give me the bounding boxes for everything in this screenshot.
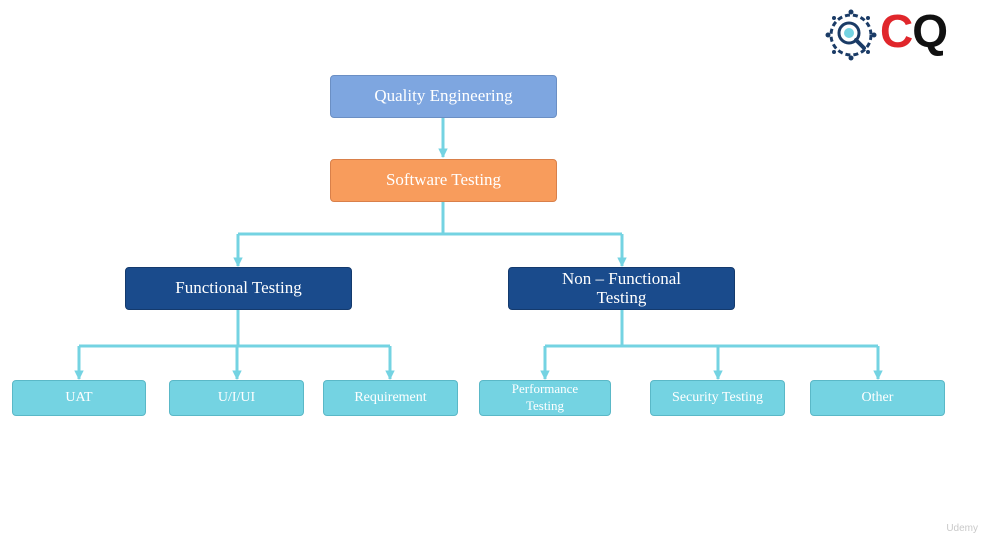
node-security-testing: Security Testing bbox=[650, 380, 785, 416]
node-ui: U/I/UI bbox=[169, 380, 304, 416]
magnifier-gear-icon bbox=[825, 9, 877, 61]
logo-text: CQ bbox=[880, 4, 948, 58]
node-uat: UAT bbox=[12, 380, 146, 416]
logo-letter-q: Q bbox=[912, 5, 948, 57]
node-other: Other bbox=[810, 380, 945, 416]
logo-letter-c: C bbox=[880, 5, 913, 57]
node-functional-testing: Functional Testing bbox=[125, 267, 352, 310]
node-non-functional-testing: Non – Functional Testing bbox=[508, 267, 735, 310]
node-requirement: Requirement bbox=[323, 380, 458, 416]
udemy-watermark: Udemy bbox=[946, 523, 978, 534]
node-quality-engineering: Quality Engineering bbox=[330, 75, 557, 118]
brand-logo: CQ bbox=[824, 4, 958, 61]
node-software-testing: Software Testing bbox=[330, 159, 557, 202]
node-performance-testing: Performance Testing bbox=[479, 380, 611, 416]
